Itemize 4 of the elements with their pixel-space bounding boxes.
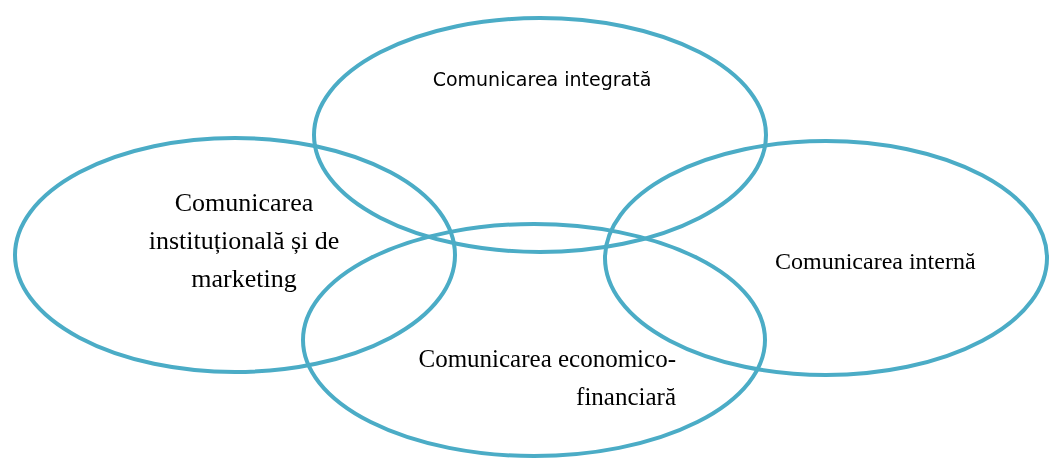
ellipse-label: Comunicarea integrată — [431, 67, 653, 92]
ellipse-label: Comunicarea economico-financiară — [417, 344, 676, 412]
ellipse-label: Comunicarea internă — [775, 247, 977, 276]
ellipse-label: Comunicarea instituțională și de marketing — [147, 187, 341, 295]
